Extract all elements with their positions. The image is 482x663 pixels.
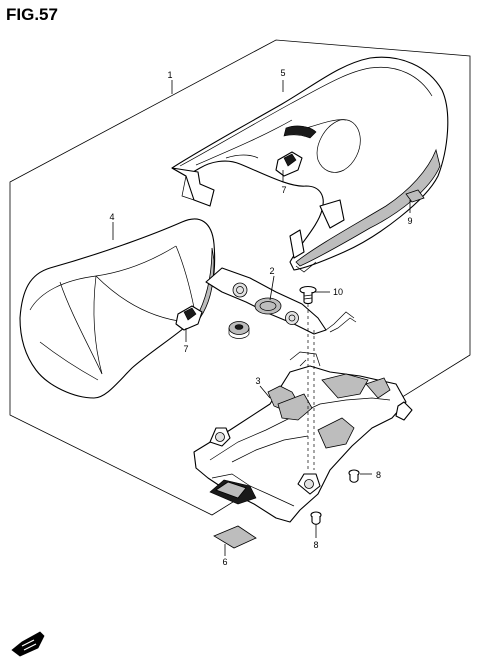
assembly-outline bbox=[9, 39, 471, 516]
callout-8-bottom: 8 bbox=[313, 540, 318, 550]
callout-5: 5 bbox=[280, 68, 285, 78]
callout-7-lower: 7 bbox=[183, 344, 188, 354]
pad-part-6 bbox=[213, 525, 257, 549]
leader-3 bbox=[259, 385, 271, 399]
front-direction-arrow-icon bbox=[11, 631, 45, 657]
seat bbox=[19, 218, 216, 399]
callout-1: 1 bbox=[167, 70, 172, 80]
callout-8-right: 8 bbox=[376, 470, 381, 480]
callout-3: 3 bbox=[255, 376, 260, 386]
pad-part-9 bbox=[405, 189, 425, 203]
leader-2 bbox=[269, 275, 275, 301]
screw-bottom bbox=[310, 511, 322, 525]
clip-lower bbox=[175, 305, 203, 331]
bolt-part-10 bbox=[299, 285, 317, 305]
seat-lock-plate bbox=[205, 267, 357, 339]
screw-right bbox=[348, 469, 360, 483]
seat-tail-cover bbox=[171, 56, 449, 273]
callout-4: 4 bbox=[109, 212, 114, 222]
clip-upper bbox=[275, 151, 303, 177]
seat-bracket bbox=[193, 351, 413, 523]
figure-title: FIG.57 bbox=[6, 5, 58, 24]
callout-9: 9 bbox=[407, 216, 412, 226]
callout-6: 6 bbox=[222, 557, 227, 567]
callout-2: 2 bbox=[269, 266, 274, 276]
callout-10: 10 bbox=[333, 287, 343, 297]
callout-7-upper: 7 bbox=[281, 185, 286, 195]
